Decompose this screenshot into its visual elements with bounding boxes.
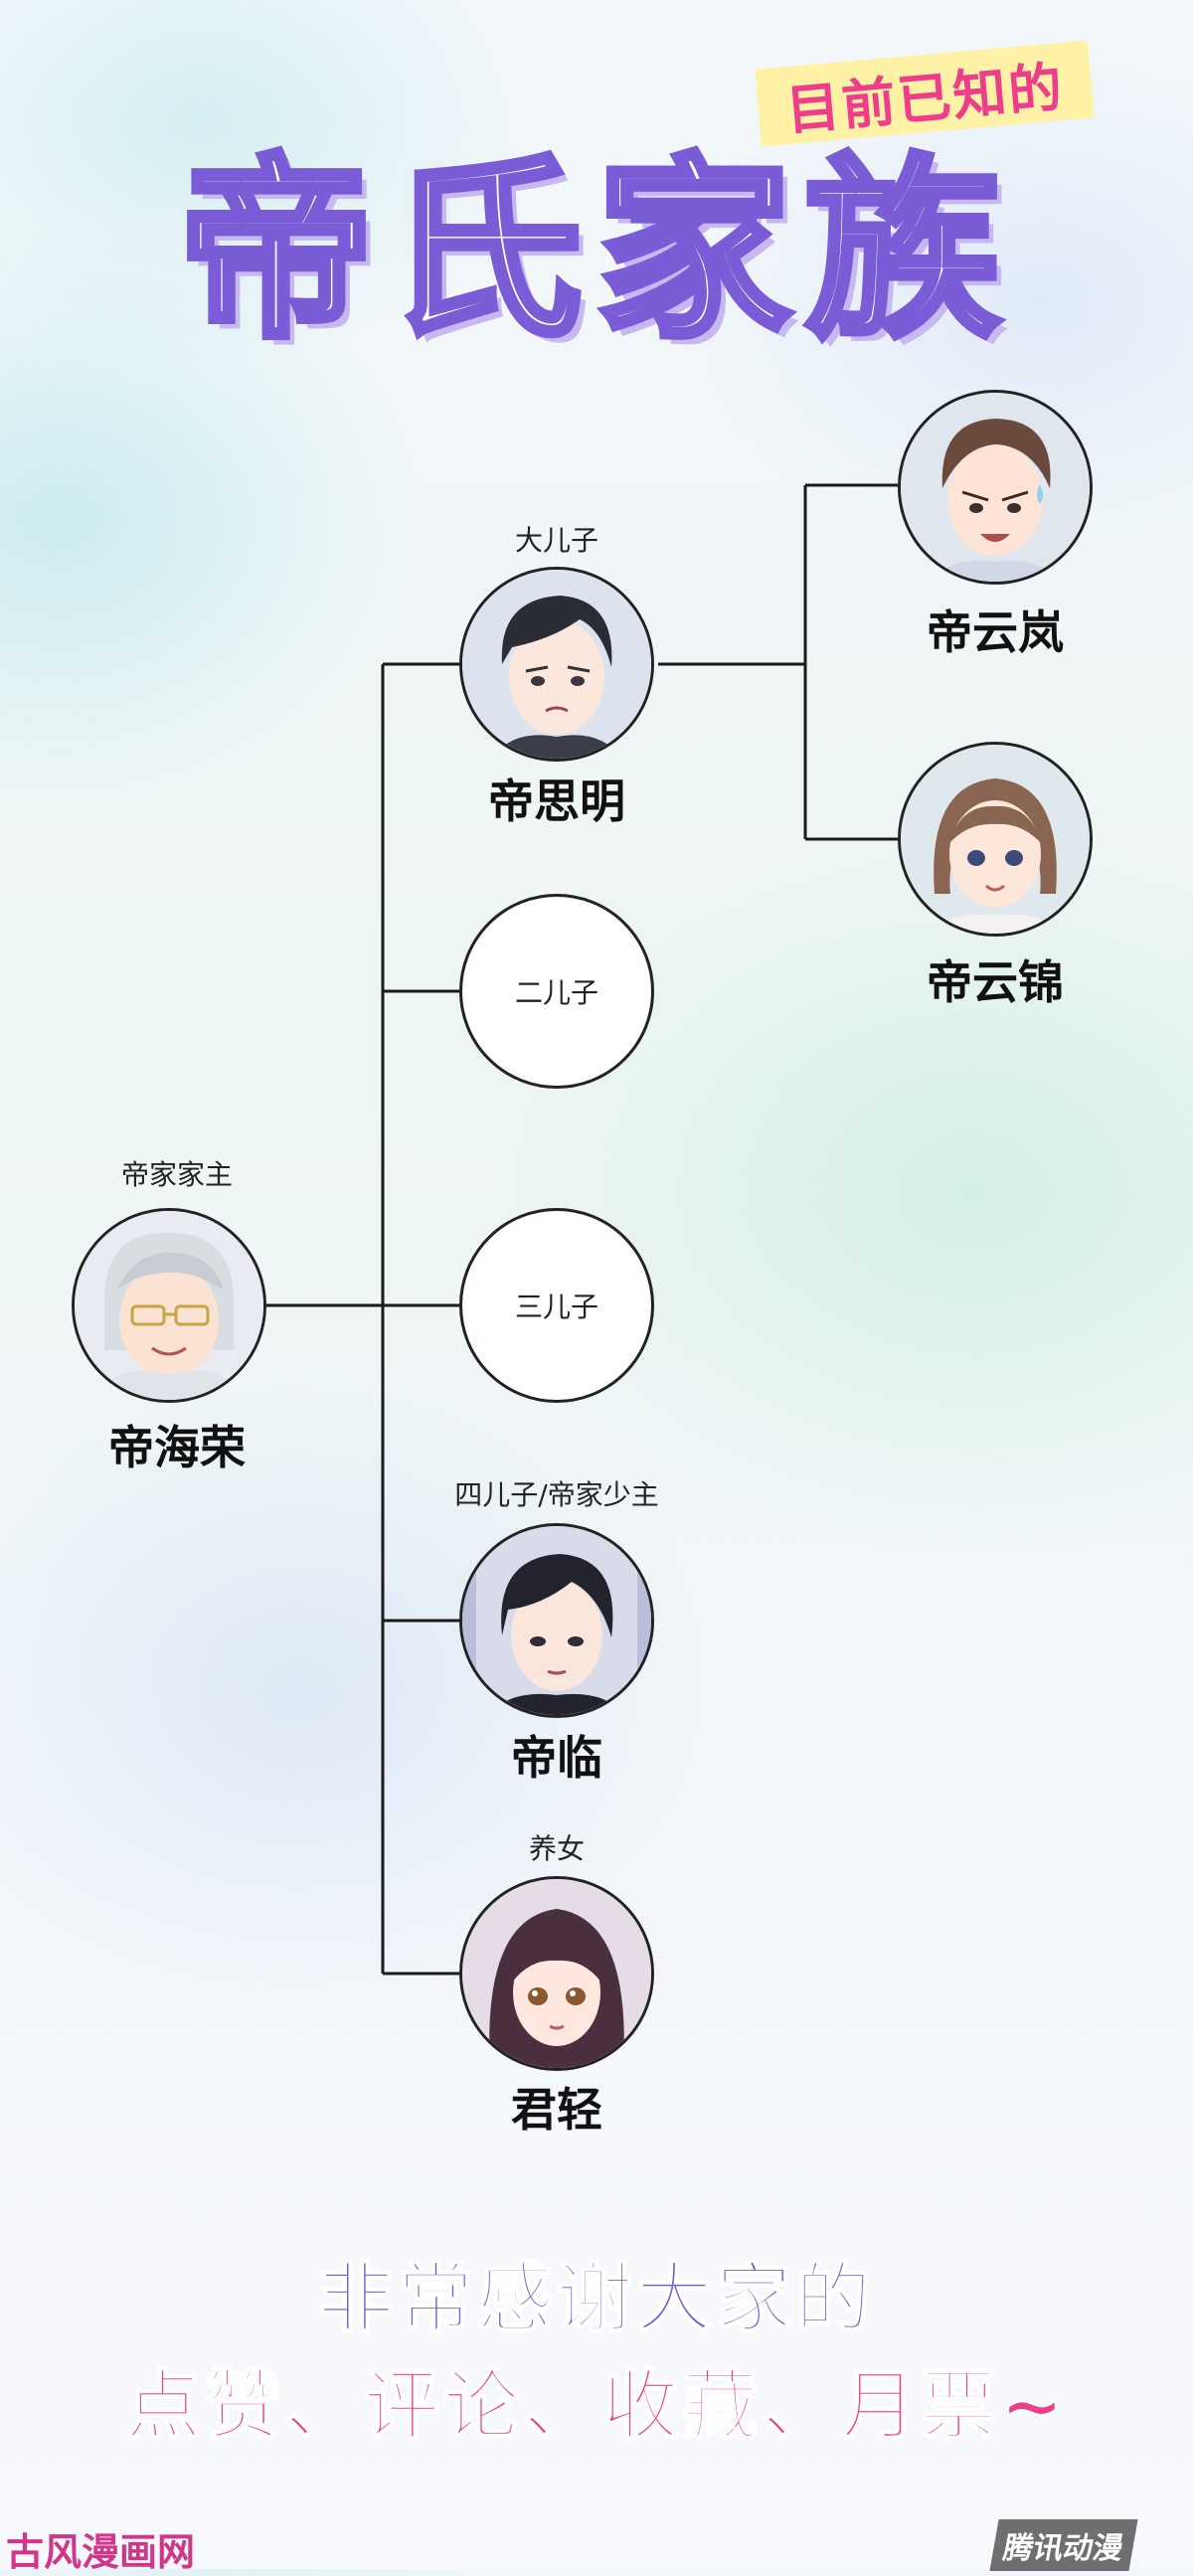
man-dark-hair-portrait-icon: [462, 570, 651, 759]
root-portrait: [72, 1208, 266, 1403]
granddaughter-portrait: [898, 742, 1093, 937]
young-man-black-hair-portrait-icon: [462, 1526, 651, 1715]
young-man-angry-portrait-icon: [901, 393, 1090, 582]
grandson-name: 帝云岚: [927, 605, 1064, 659]
third-son-label: 三儿子: [514, 1290, 598, 1323]
root-role-label: 帝家家主: [120, 1158, 233, 1191]
girl-long-hair-portrait-icon: [462, 1879, 651, 2068]
first-son-role-label: 大儿子: [514, 524, 598, 557]
watermark-left: 古风漫画网: [6, 2530, 196, 2574]
fourth-son-role-label: 四儿子/帝家少主: [454, 1478, 659, 1511]
watermark-right: 腾讯动漫: [989, 2519, 1138, 2571]
adopted-daughter-portrait: [459, 1876, 654, 2071]
adopted-daughter-name: 君轻: [511, 2083, 602, 2137]
first-son-name: 帝思明: [488, 774, 625, 828]
grandson-portrait: [898, 390, 1093, 585]
thanks-line-2: 点赞、评论、收藏、月票~: [124, 2360, 1068, 2451]
fourth-son-name: 帝临: [511, 1731, 602, 1785]
young-woman-bob-portrait-icon: [901, 745, 1090, 934]
thanks-line-1: 非常感谢大家的: [317, 2253, 875, 2343]
page-title: 帝氏家族: [175, 134, 1014, 368]
second-son-placeholder: 二儿子: [459, 894, 654, 1089]
first-son-portrait: [459, 567, 654, 762]
granddaughter-name: 帝云锦: [927, 955, 1064, 1009]
elderly-man-portrait-icon: [75, 1211, 263, 1400]
second-son-label: 二儿子: [514, 976, 598, 1009]
third-son-placeholder: 三儿子: [459, 1208, 654, 1403]
root-name: 帝海荣: [108, 1421, 246, 1474]
fourth-son-portrait: [459, 1523, 654, 1718]
adopted-daughter-role-label: 养女: [528, 1832, 585, 1865]
